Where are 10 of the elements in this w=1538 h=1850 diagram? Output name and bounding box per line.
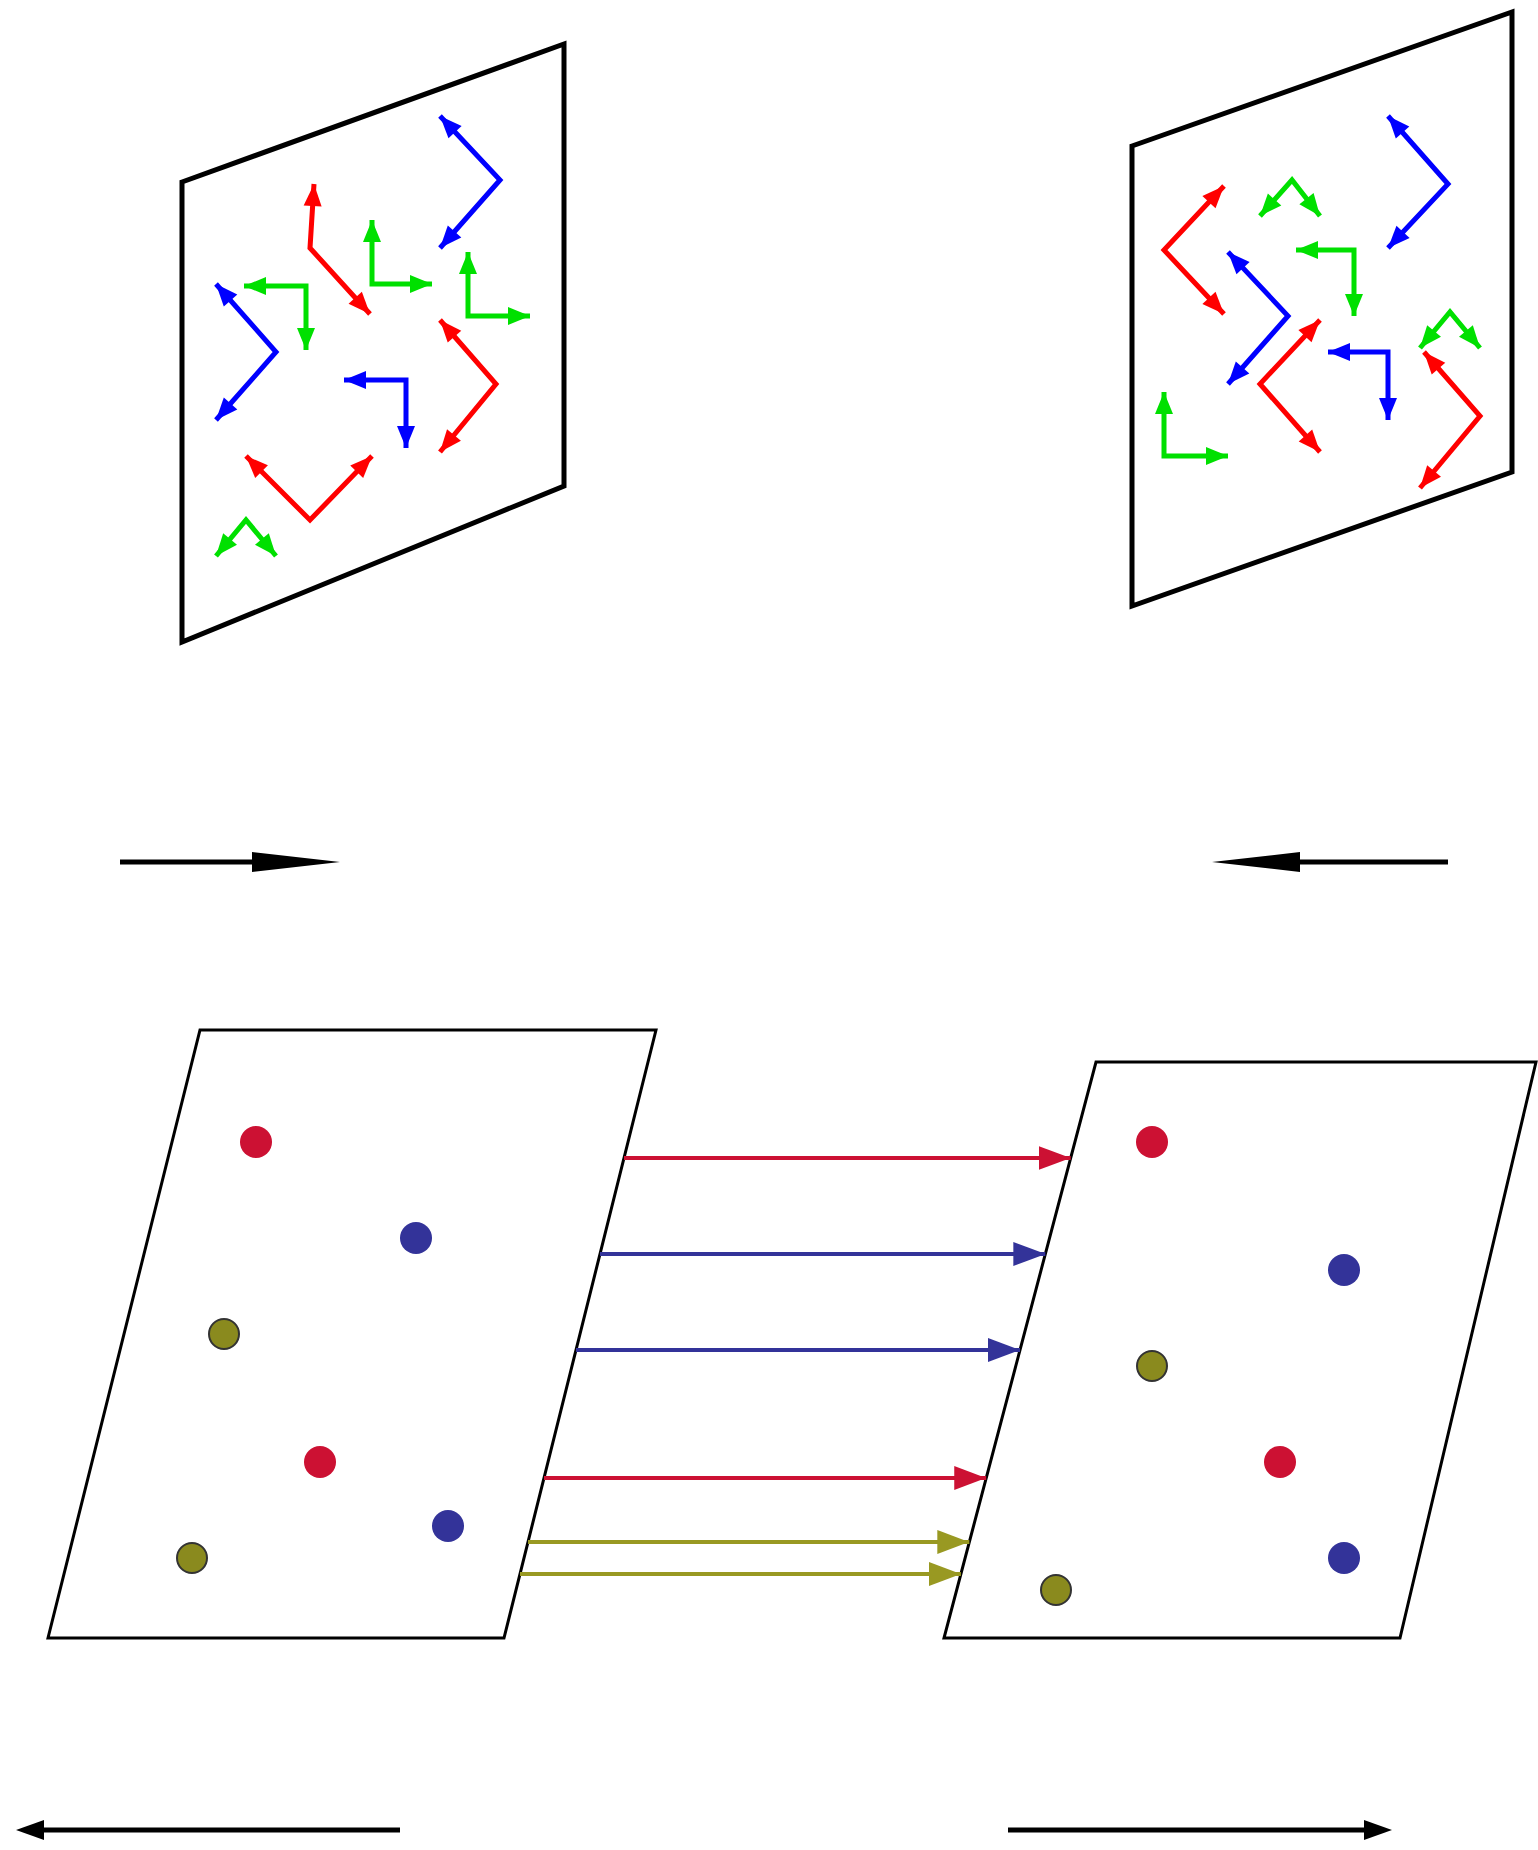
arrow xyxy=(600,1242,1046,1266)
arrow xyxy=(624,1146,1071,1170)
arrow xyxy=(544,1466,987,1490)
plane xyxy=(940,1058,1538,1642)
arrow xyxy=(520,1562,961,1586)
plane xyxy=(1128,8,1516,610)
plane xyxy=(44,1026,660,1642)
plane xyxy=(178,40,568,646)
arrow xyxy=(528,1530,970,1554)
arrow xyxy=(576,1338,1020,1362)
